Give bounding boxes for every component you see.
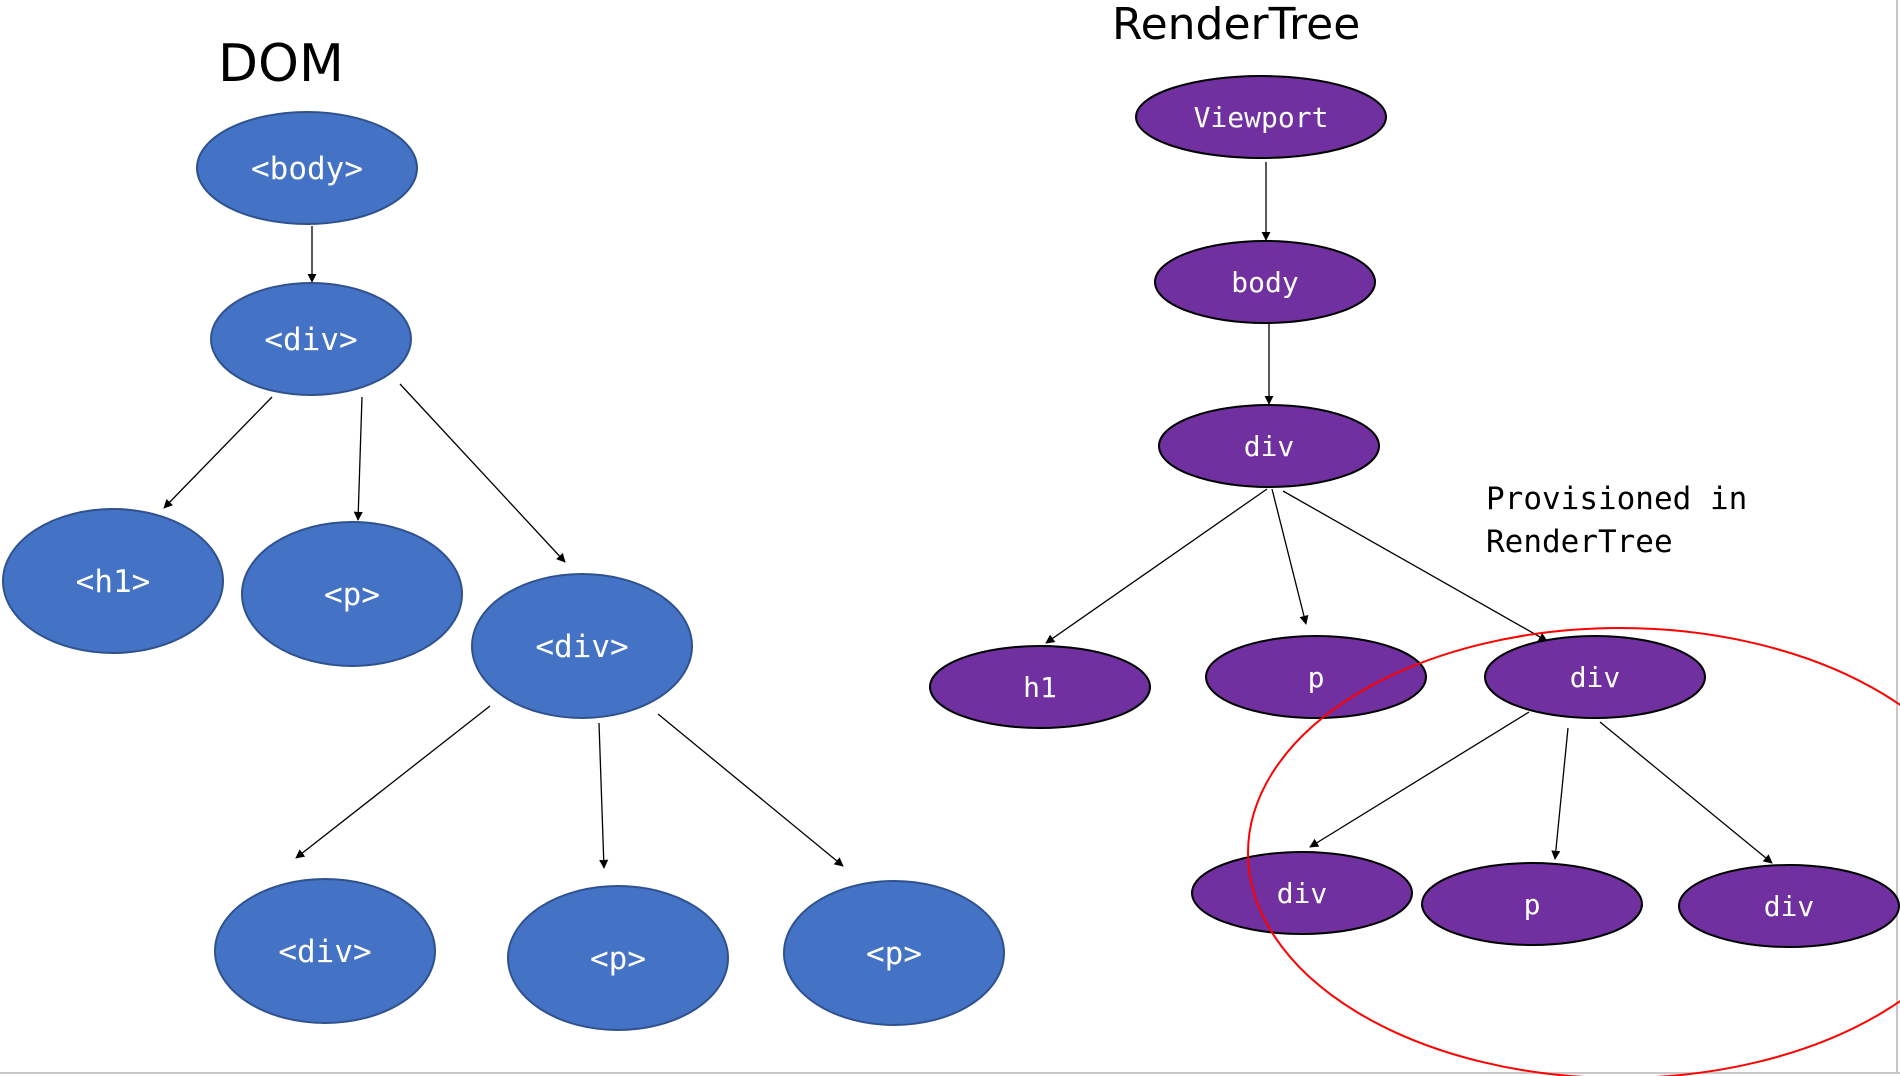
rt-div3-node: div (1191, 851, 1413, 935)
rt-div4-node: div (1678, 864, 1900, 948)
rt-viewport-ellipse (1135, 75, 1387, 159)
dom-edge-div-to-p1 (353, 396, 363, 521)
render-tree-title: RenderTree (1112, 0, 1360, 50)
rt-body-node: body (1154, 240, 1376, 324)
rt-viewport-node: Viewport (1135, 75, 1387, 159)
rt-h1-label: h1 (1023, 671, 1057, 704)
nodes-layer: <body> <div> <h1> <p> <div> <div> <p> <p> Viewpo… (2, 75, 1900, 1031)
dom-div2-ellipse (471, 573, 693, 719)
rt-body-ellipse (1154, 240, 1376, 324)
dom-p1-node: <p> (241, 521, 463, 667)
rt-div2-node: div (1484, 635, 1706, 719)
dom-div2-node: <div> (471, 573, 693, 719)
rt-edge-div2-to-div4 (1599, 721, 1773, 864)
dom-edge-div-to-div2 (399, 383, 566, 563)
rt-p2-ellipse (1421, 862, 1643, 946)
provisioned-highlight-circle (1247, 627, 1900, 1076)
dom-div2-label: <div> (535, 629, 628, 665)
rt-p-label: p (1308, 661, 1325, 694)
rt-div4-label: div (1764, 890, 1815, 923)
dom-edge-div2-to-p3 (657, 713, 844, 867)
rt-edge-div-to-div2 (1282, 490, 1548, 642)
dom-p3-node: <p> (783, 880, 1005, 1026)
rt-body-label: body (1231, 266, 1298, 299)
rt-edge-div-to-p (1271, 488, 1309, 625)
rt-p-ellipse (1205, 635, 1427, 719)
rt-div2-ellipse (1484, 635, 1706, 719)
dom-div-label: <div> (264, 322, 357, 358)
dom-edge-div2-to-div3 (295, 705, 491, 859)
dom-body-label: <body> (251, 151, 363, 187)
dom-body-node: <body> (196, 111, 418, 225)
dom-div3-label: <div> (278, 934, 371, 970)
dom-p3-ellipse (783, 880, 1005, 1026)
rt-edge-div2-to-p2 (1551, 727, 1569, 860)
rt-edge-div-to-h1 (1045, 488, 1268, 644)
rt-div2-label: div (1570, 661, 1621, 694)
edges-layer (163, 162, 1773, 869)
dom-h1-label: <h1> (76, 564, 151, 600)
rt-viewport-label: Viewport (1194, 101, 1329, 134)
dom-p2-node: <p> (507, 885, 729, 1031)
rt-p2-node: p (1421, 862, 1643, 946)
dom-edge-div-to-h1 (163, 396, 273, 509)
rt-div-label: div (1244, 430, 1295, 463)
rt-div4-ellipse (1678, 864, 1900, 948)
dom-h1-node: <h1> (2, 508, 224, 654)
dom-body-ellipse (196, 111, 418, 225)
dom-p1-ellipse (241, 521, 463, 667)
dom-h1-ellipse (2, 508, 224, 654)
rt-p2-label: p (1524, 888, 1541, 921)
annotation-line-2: RenderTree (1486, 524, 1673, 560)
dom-p3-label: <p> (866, 936, 922, 972)
dom-div-ellipse (210, 282, 412, 396)
rt-h1-node: h1 (929, 645, 1151, 729)
annotation-line-1: Provisioned in (1486, 481, 1747, 517)
rt-p-node: p (1205, 635, 1427, 719)
rt-div3-label: div (1277, 877, 1328, 910)
rt-div-ellipse (1158, 404, 1380, 488)
dom-edge-div2-to-p2 (598, 722, 609, 869)
rt-h1-ellipse (929, 645, 1151, 729)
dom-p1-label: <p> (324, 577, 380, 613)
dom-div3-ellipse (214, 878, 436, 1024)
dom-div3-node: <div> (214, 878, 436, 1024)
rt-div3-ellipse (1191, 851, 1413, 935)
dom-div-node: <div> (210, 282, 412, 396)
dom-p2-label: <p> (590, 941, 646, 977)
rt-edge-div2-to-div3 (1309, 711, 1530, 848)
dom-p2-ellipse (507, 885, 729, 1031)
rt-div-node: div (1158, 404, 1380, 488)
dom-title: DOM (218, 34, 344, 94)
